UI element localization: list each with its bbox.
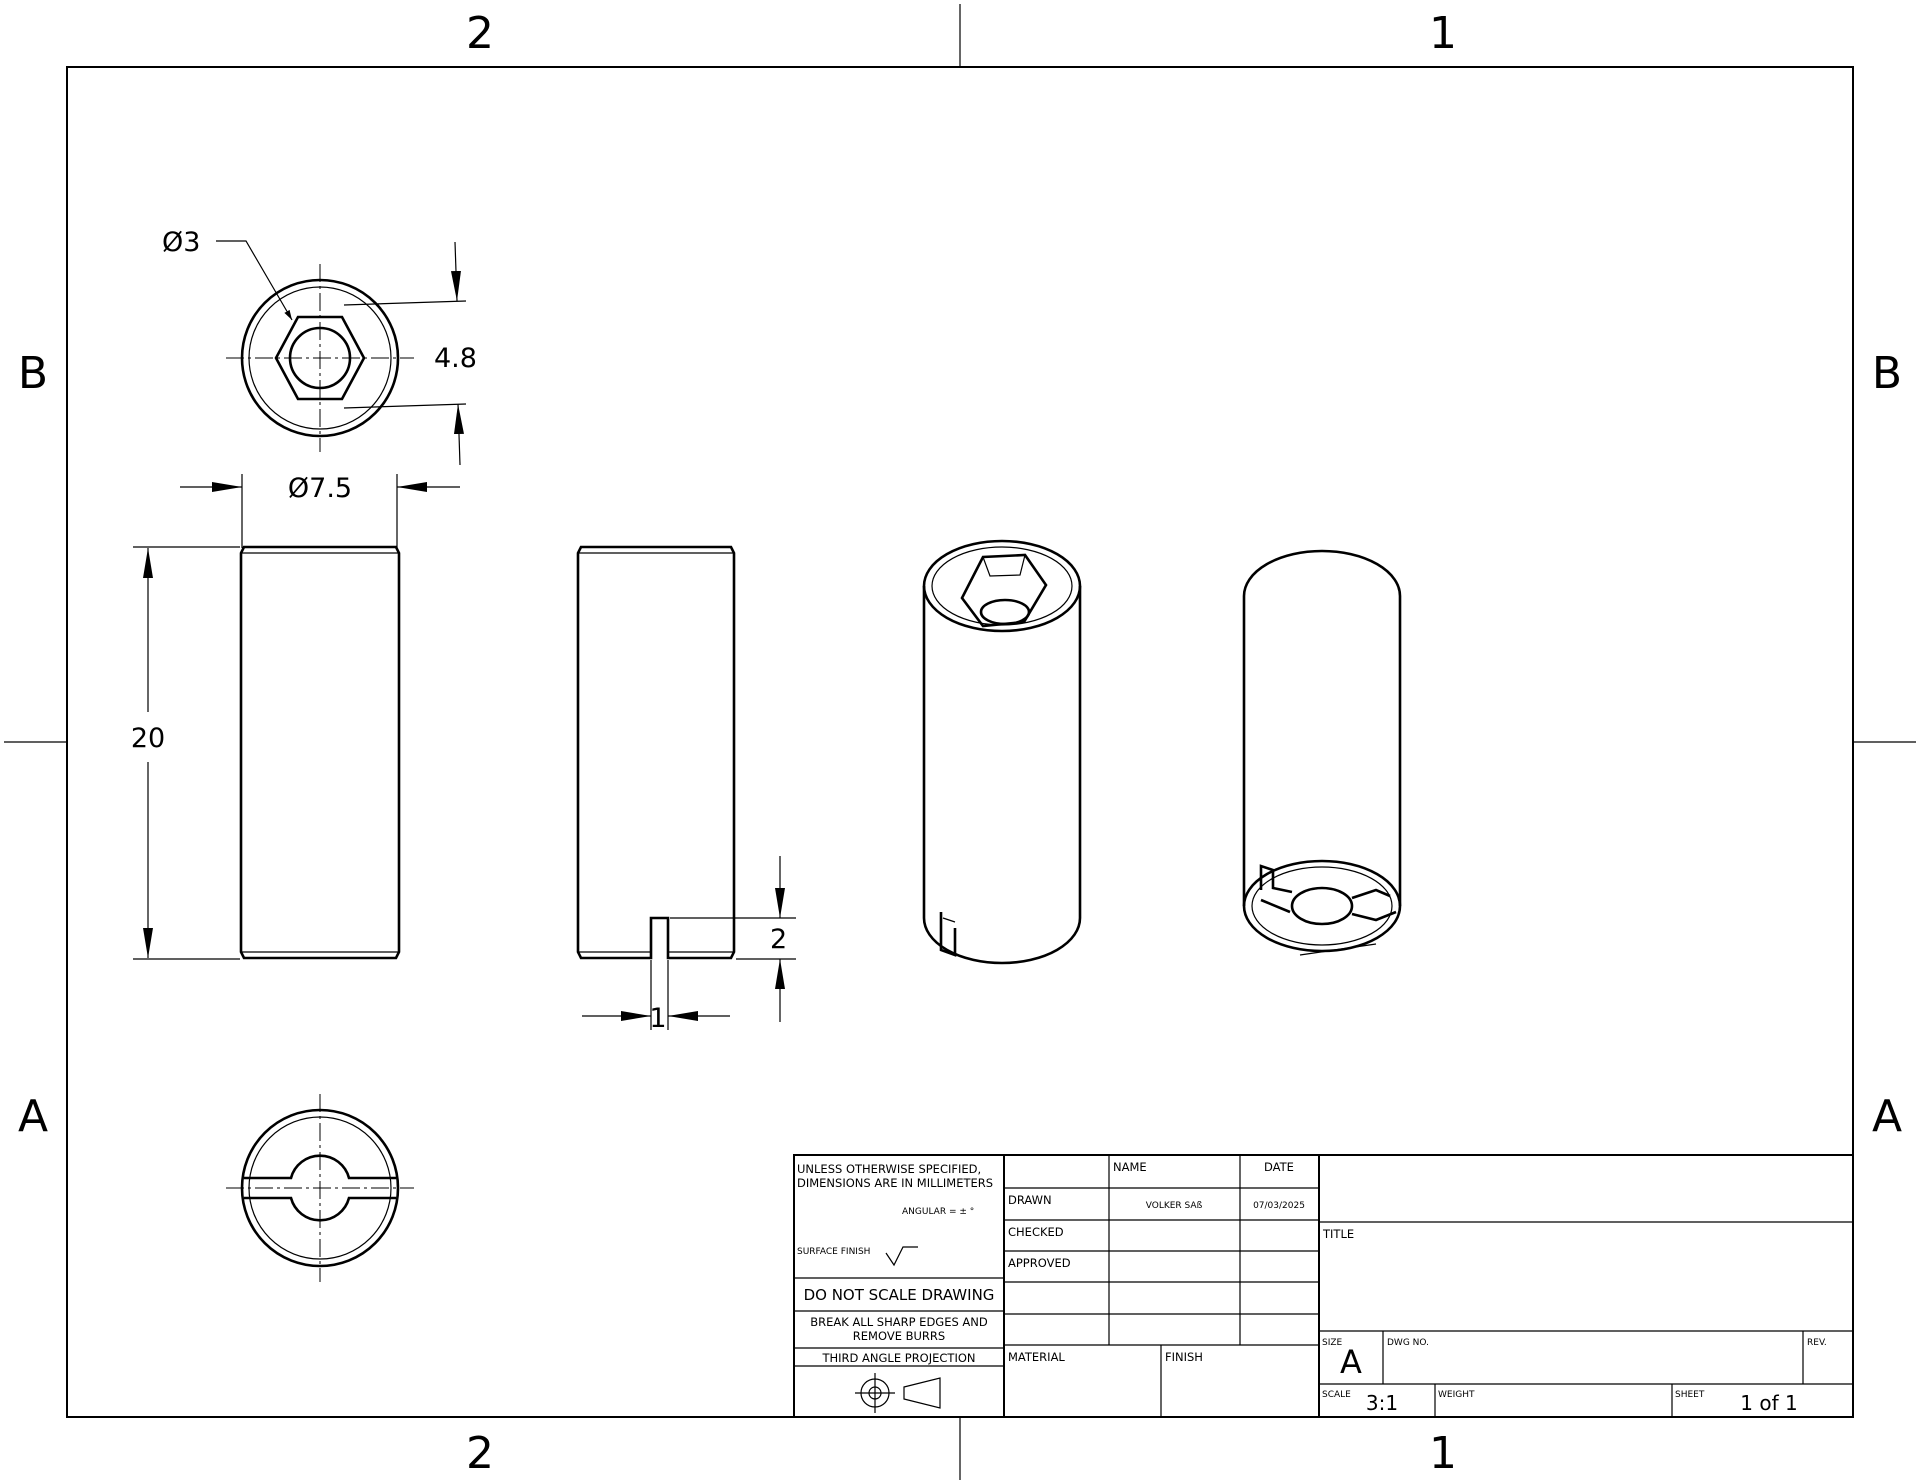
- dim-outer-diameter: Ø7.5: [288, 473, 352, 504]
- bottom-view: [226, 1094, 414, 1282]
- tb-drawn-name: VOLKER SAß: [1146, 1201, 1203, 1211]
- zone-label-right-lower: A: [1872, 1091, 1902, 1142]
- third-angle-projection-symbol: [855, 1373, 941, 1413]
- zone-label-top-right: 1: [1429, 8, 1457, 59]
- tb-approved-label: APPROVED: [1008, 1256, 1071, 1270]
- tb-rev-label: REV.: [1807, 1338, 1827, 1348]
- zone-label-bottom-right: 1: [1429, 1428, 1457, 1479]
- tb-title-label: TITLE: [1322, 1227, 1354, 1241]
- title-block: UNLESS OTHERWISE SPECIFIED, DIMENSIONS A…: [793, 1154, 1854, 1418]
- zone-label-left-upper: B: [18, 348, 48, 399]
- tb-name-header: NAME: [1113, 1160, 1147, 1174]
- isometric-view-top: [922, 539, 1082, 965]
- side-view: 2 1: [576, 545, 796, 1034]
- tb-scale-value: 3:1: [1366, 1391, 1398, 1415]
- tb-date-header: DATE: [1264, 1160, 1294, 1174]
- isometric-view-bottom: [1242, 549, 1402, 956]
- tb-scale-label: SCALE: [1322, 1390, 1351, 1400]
- tb-sheet-label: SHEET: [1675, 1390, 1705, 1400]
- tb-size-value: A: [1340, 1343, 1362, 1381]
- tb-break-edges-line1: BREAK ALL SHARP EDGES AND: [810, 1315, 988, 1329]
- tb-break-edges-line2: REMOVE BURRS: [853, 1329, 945, 1343]
- zone-label-right-upper: B: [1872, 348, 1902, 399]
- top-view: Ø3 4.8: [162, 227, 477, 466]
- tb-checked-label: CHECKED: [1008, 1225, 1064, 1239]
- tb-notes-line2: DIMENSIONS ARE IN MILLIMETERS: [797, 1176, 993, 1190]
- zone-label-top-left: 2: [466, 8, 494, 59]
- tb-material-label: MATERIAL: [1008, 1350, 1065, 1364]
- tb-notes-line1: UNLESS OTHERWISE SPECIFIED,: [797, 1162, 981, 1176]
- dim-slot-depth: 2: [770, 924, 787, 955]
- tb-sheet-value: 1 of 1: [1740, 1391, 1797, 1415]
- tb-weight-label: WEIGHT: [1438, 1390, 1475, 1400]
- dim-slot-width: 1: [649, 1003, 666, 1034]
- dim-hole-diameter: Ø3: [162, 227, 200, 258]
- tb-projection: THIRD ANGLE PROJECTION: [821, 1351, 975, 1365]
- zone-label-bottom-left: 2: [466, 1428, 494, 1479]
- tb-finish-label: FINISH: [1165, 1350, 1203, 1364]
- dim-length: 20: [131, 723, 165, 754]
- tb-angular: ANGULAR = ± °: [902, 1207, 974, 1217]
- zone-label-left-lower: A: [18, 1091, 48, 1142]
- dim-outer-diameter-group: Ø7.5: [180, 473, 460, 548]
- tb-do-not-scale: DO NOT SCALE DRAWING: [804, 1286, 995, 1304]
- dim-hex-flats: 4.8: [434, 343, 477, 374]
- surface-finish-symbol: [885, 1246, 918, 1267]
- tb-drawn-label: DRAWN: [1008, 1193, 1052, 1207]
- tb-size-label: SIZE: [1322, 1338, 1343, 1348]
- tb-surface-finish: SURFACE FINISH: [797, 1247, 870, 1257]
- tb-dwg-no-label: DWG NO.: [1387, 1338, 1429, 1348]
- front-view: 20: [131, 545, 401, 960]
- tb-drawn-date: 07/03/2025: [1253, 1201, 1305, 1211]
